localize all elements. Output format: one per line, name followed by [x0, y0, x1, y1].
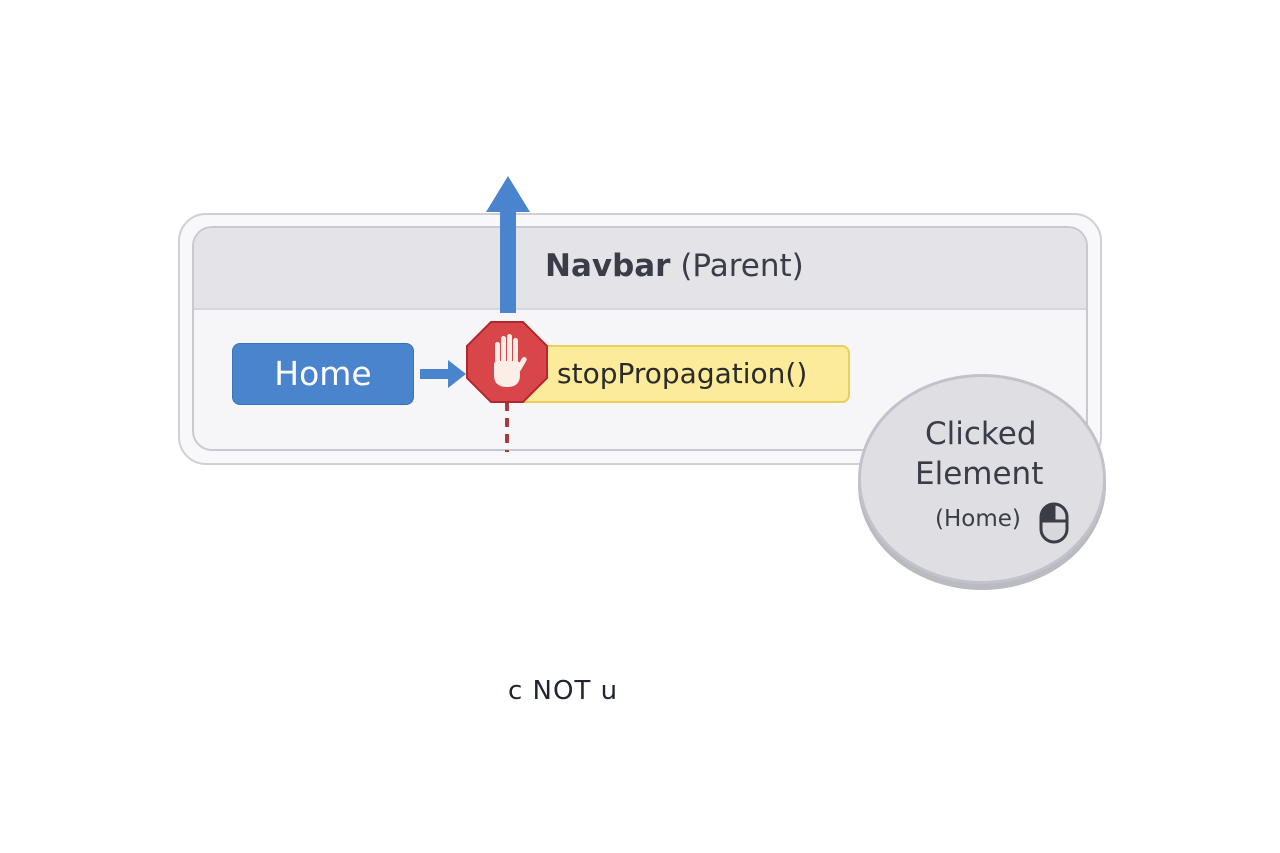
navbar-title: Navbar (Parent)	[545, 248, 804, 284]
clicked-element-bubble	[858, 374, 1106, 584]
clicked-label-line2: Element	[915, 456, 1044, 492]
clicked-label-line1: Clicked	[925, 416, 1037, 452]
mouse-icon	[1039, 502, 1069, 544]
clicked-label-line3: (Home)	[935, 506, 1021, 532]
stop-propagation-label: stopPropagation()	[515, 345, 850, 403]
navbar-title-paren: (Parent)	[680, 248, 804, 284]
navbar-title-strong: Navbar	[545, 248, 671, 284]
home-button[interactable]: Home	[232, 343, 414, 405]
truncated-caption: c NOT u	[508, 676, 619, 706]
navbar-parent-box	[192, 226, 1088, 451]
navbar-header	[194, 228, 1086, 310]
